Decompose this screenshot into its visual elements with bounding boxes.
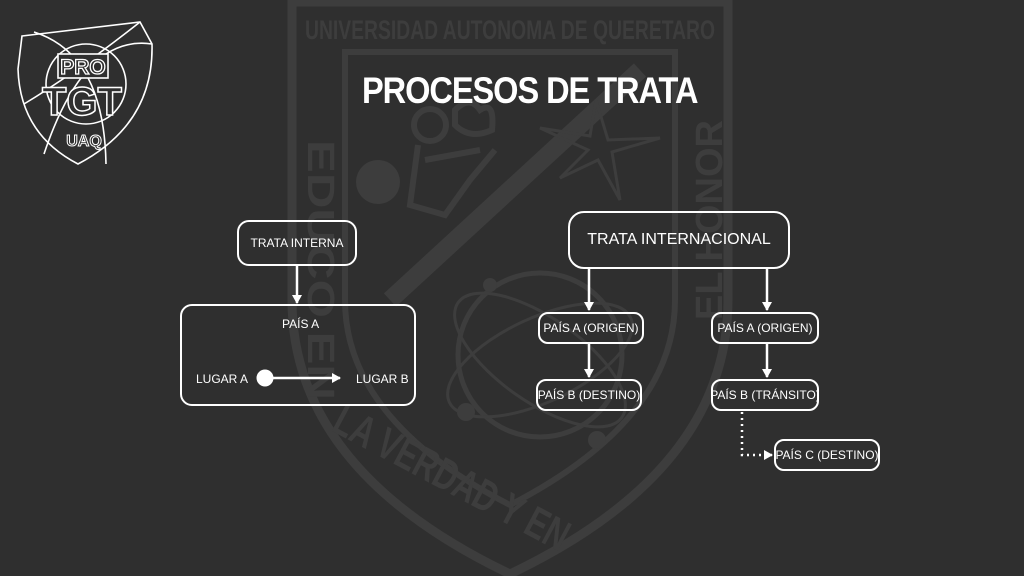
slide-title: PROCESOS DE TRATA: [362, 70, 698, 111]
left-origin-box: PAÍS A (ORIGEN): [538, 312, 644, 344]
right-transit-box: PAÍS B (TRÁNSITO): [710, 379, 820, 411]
trata-internacional-label: TRATA INTERNACIONAL: [587, 231, 771, 248]
lugar-a-start-dot: [256, 369, 274, 387]
seal-inner-shield: [342, 49, 678, 509]
left-origin-label: PAÍS A (ORIGEN): [543, 321, 639, 335]
seal-globe-icon: [455, 270, 625, 440]
seal-dots: [356, 160, 606, 449]
seal-figure-icon: [406, 99, 498, 219]
seal-dot: [588, 431, 606, 449]
right-transit-label: PAÍS B (TRÁNSITO): [710, 388, 820, 402]
left-destination-box: PAÍS B (DESTINO): [536, 379, 642, 411]
seal-figure-head: [411, 106, 449, 144]
lugar-b-label: LUGAR B: [356, 372, 409, 386]
seal-dot: [457, 403, 475, 421]
seal-dot: [483, 278, 497, 292]
university-seal-watermark: [287, 0, 733, 576]
pais-a-container: PAÍS A LUGAR A LUGAR B: [180, 304, 416, 406]
logo-pro-frame: [57, 53, 109, 79]
trata-interna-box: TRATA INTERNA: [237, 220, 357, 266]
pais-a-label: PAÍS A: [282, 317, 320, 331]
logo-circle: [45, 43, 127, 125]
seal-dot: [356, 160, 400, 204]
seal-compass-star-icon: [539, 99, 661, 201]
logo-pro-text: PRO: [60, 56, 106, 79]
trata-interna-label: TRATA INTERNA: [250, 236, 344, 250]
lugar-a-label: LUGAR A: [196, 372, 249, 386]
seal-orbit-2: [453, 291, 627, 429]
trata-internacional-box: TRATA INTERNACIONAL: [568, 211, 790, 269]
connectors: [266, 266, 773, 460]
seal-top-text: UNIVERSIDAD AUTONOMA DE QUERETARO: [305, 15, 715, 45]
seal-left-text: EDUCO EN: [299, 140, 341, 400]
pro-tgt-uaq-logo: PRO TGT UAQ: [17, 21, 153, 165]
seal-orbit-1: [446, 301, 634, 419]
right-destination-label: PAÍS C (DESTINO): [775, 448, 879, 462]
left-destination-label: PAÍS B (DESTINO): [537, 388, 641, 402]
logo-shield-outline: [17, 21, 153, 165]
seal-right-text: EL HONOR: [689, 120, 731, 320]
seal-figure-body: [406, 144, 498, 219]
right-origin-box: PAÍS A (ORIGEN): [711, 312, 819, 344]
seal-figure-fire: [452, 99, 496, 137]
right-origin-label: PAÍS A (ORIGEN): [717, 321, 813, 335]
dotted-arrow-transit-to-destination: [740, 412, 773, 460]
seal-shield-outline: [287, 0, 733, 576]
logo-tgt-text: TGT: [42, 80, 122, 124]
right-destination-box: PAÍS C (DESTINO): [774, 439, 880, 471]
logo-uaq-text: UAQ: [66, 133, 102, 150]
